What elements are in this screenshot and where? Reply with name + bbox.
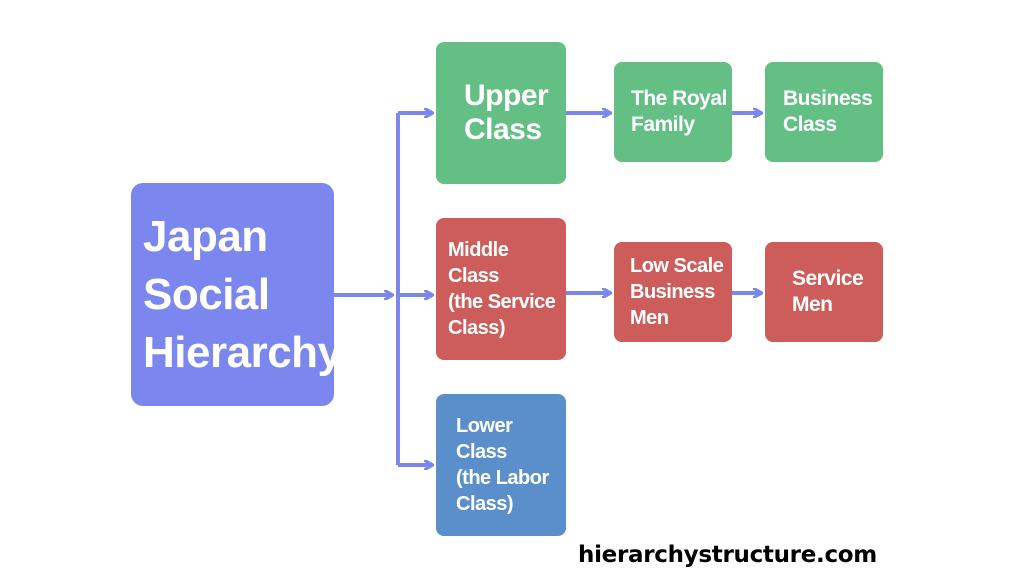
node-label-line: Class) (448, 317, 506, 339)
node-business-class: Business Class (765, 62, 883, 162)
node-label-line: Class) (456, 493, 514, 515)
node-label-line: The Royal (631, 87, 727, 110)
node-label-line: Low Scale (630, 255, 724, 277)
node-label-line: Upper (464, 79, 549, 112)
node-label-line: Business (783, 87, 873, 110)
node-label-line: Class (464, 113, 542, 146)
node-label-line: Social (143, 269, 270, 319)
node-label-line: Men (792, 293, 833, 316)
node-label-line: Business (630, 281, 715, 303)
node-royal-family: The Royal Family (614, 62, 732, 162)
node-low-scale-business-men: Low Scale Business Men (614, 242, 732, 342)
node-label-line: (the Labor (456, 467, 549, 489)
node-upper-class: Upper Class (436, 42, 566, 184)
root-node-japan-social-hierarchy: Japan Social Hierarchy (131, 183, 342, 406)
node-label-line: Class (448, 265, 499, 287)
node-lower-class: Lower Class (the Labor Class) (436, 394, 566, 536)
node-label-line: Class (456, 441, 507, 463)
node-label-line: (the Service (448, 291, 556, 313)
node-label-line: Service (792, 267, 864, 290)
node-middle-class: Middle Class (the Service Class) (436, 218, 566, 360)
node-label-line: Family (631, 113, 695, 136)
node-label-line: Middle (448, 239, 509, 261)
watermark-site-name: hierarchystructure.com (578, 542, 877, 568)
node-label-line: Lower (456, 415, 513, 437)
node-service-men: Service Men (765, 242, 883, 342)
node-label-line: Class (783, 113, 837, 136)
node-label-line: Japan (143, 211, 268, 261)
node-label-line: Hierarchy (143, 327, 342, 377)
node-label-line: Men (630, 307, 669, 329)
